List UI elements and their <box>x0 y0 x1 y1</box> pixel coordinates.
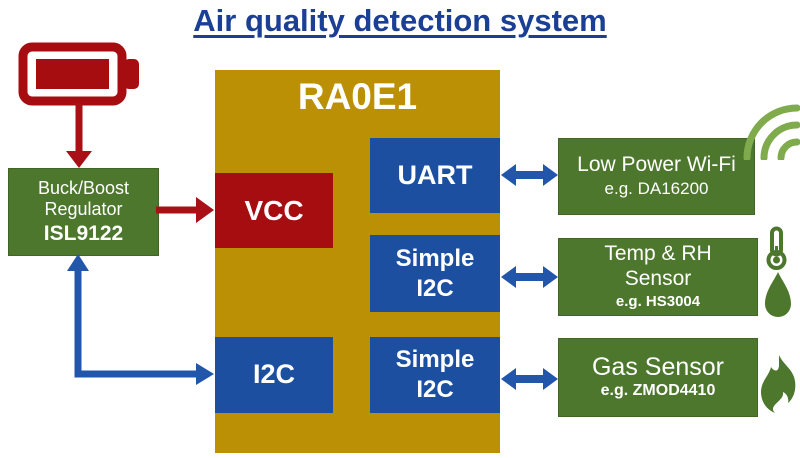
gas-sensor-name: Gas Sensor <box>591 352 724 381</box>
wifi-module-name: Low Power Wi-Fi <box>577 153 736 177</box>
uart-port: UART <box>370 138 500 213</box>
simple-i2c-1-line2: I2C <box>416 274 454 302</box>
vcc-port: VCC <box>215 173 333 248</box>
arrow-battery-to-regulator <box>66 103 92 168</box>
temp-sensor-name-line1: Temp & RH <box>604 242 712 266</box>
wifi-signal-icon <box>743 104 800 160</box>
arrow-uart-wifi <box>501 164 558 186</box>
simple-i2c-port-2: Simple I2C <box>370 337 500 413</box>
regulator-label-line2: Regulator <box>44 199 123 220</box>
wifi-module-example: e.g. DA16200 <box>604 179 709 199</box>
regulator-box: Buck/Boost Regulator ISL9122 <box>8 168 159 256</box>
i2c-port: I2C <box>215 337 333 413</box>
simple-i2c-1-line1: Simple <box>395 244 475 272</box>
arrow-i2c-temp-sensor <box>501 266 558 288</box>
mcu-name: RA0E1 <box>297 76 418 117</box>
temp-sensor-name-line2: Sensor <box>624 267 692 291</box>
page-title: Air quality detection system <box>193 3 607 38</box>
regulator-part-number: ISL9122 <box>43 221 124 245</box>
battery-icon <box>18 42 139 106</box>
gas-flame-icon <box>761 355 796 413</box>
humidity-droplet-icon <box>765 272 791 317</box>
simple-i2c-2-line1: Simple <box>395 346 475 373</box>
arrow-regulator-i2c <box>67 254 214 385</box>
temp-sensor-example: e.g. HS3004 <box>615 293 701 311</box>
regulator-label-line1: Buck/Boost <box>37 178 130 199</box>
arrow-i2c-gas-sensor <box>501 368 558 390</box>
uart-label: UART <box>397 159 473 190</box>
simple-i2c-port-1: Simple I2C <box>370 235 500 312</box>
simple-i2c-2-line2: I2C <box>416 376 454 403</box>
gas-sensor-example: e.g. ZMOD4410 <box>600 382 716 400</box>
vcc-label: VCC <box>244 195 304 226</box>
temp-rh-sensor-box: Temp & RH Sensor e.g. HS3004 <box>558 238 758 316</box>
i2c-label: I2C <box>252 359 296 390</box>
arrow-regulator-to-vcc <box>156 197 214 223</box>
gas-sensor-box: Gas Sensor e.g. ZMOD4410 <box>558 338 758 417</box>
thermometer-icon <box>766 226 787 270</box>
wifi-module-box: Low Power Wi-Fi e.g. DA16200 <box>558 138 755 215</box>
